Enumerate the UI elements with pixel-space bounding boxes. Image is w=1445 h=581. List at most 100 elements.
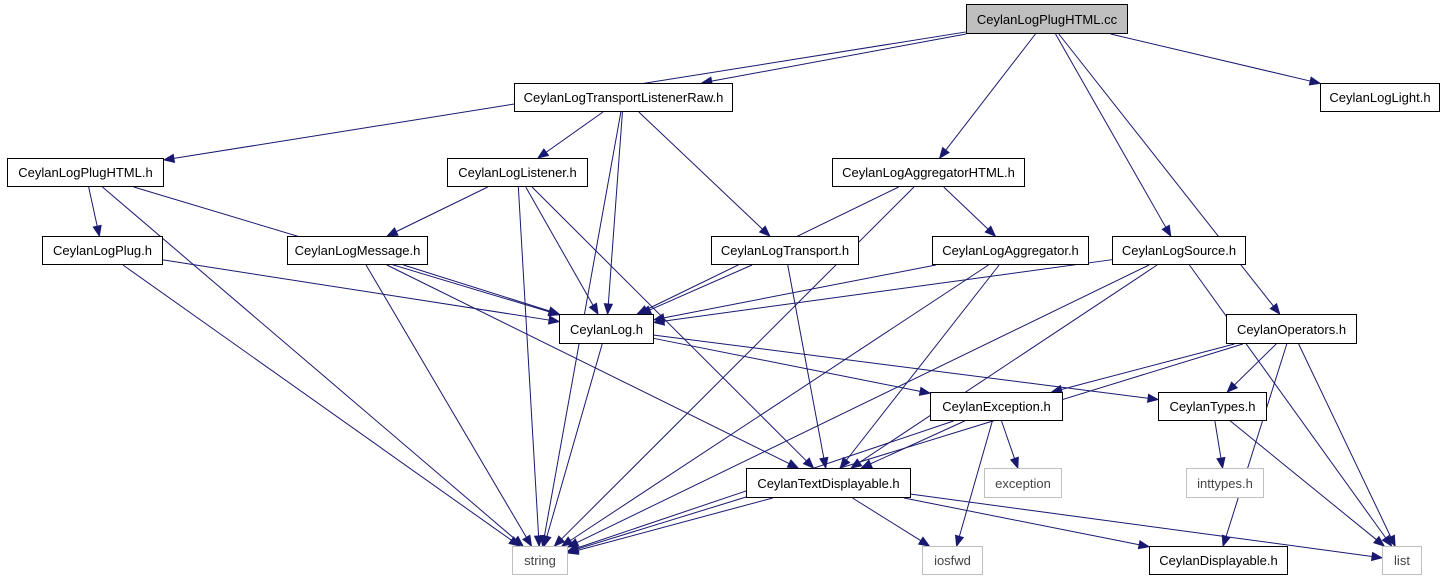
edge-line xyxy=(1230,420,1377,541)
edge-line xyxy=(1234,343,1277,386)
edge-arrowhead xyxy=(652,316,666,326)
edge-arrowhead xyxy=(588,302,599,316)
edge-line xyxy=(653,334,1149,399)
edge-operators-to-displayable xyxy=(1221,343,1288,548)
edge-line xyxy=(663,264,936,319)
edge-arrowhead xyxy=(918,386,932,396)
edge-types-to-list xyxy=(1230,420,1386,547)
edge-line xyxy=(403,264,550,312)
edge-line xyxy=(525,186,594,306)
edge-line xyxy=(903,497,1140,546)
node-ceylan-types-h[interactable]: CeylanTypes.h xyxy=(1158,392,1267,421)
edge-line xyxy=(570,264,989,541)
node-ceylan-log-message-h[interactable]: CeylanLogMessage.h xyxy=(287,236,428,265)
edge-arrowhead xyxy=(603,303,614,316)
node-ceylan-text-displayable-h[interactable]: CeylanTextDisplayable.h xyxy=(746,468,911,498)
edge-text_displayable-to-string xyxy=(566,497,773,555)
edge-exception-to-std_exception xyxy=(1001,420,1019,470)
edge-arrowhead xyxy=(839,456,851,470)
edge-line xyxy=(653,337,921,392)
edge-log_listener-to-string xyxy=(517,186,544,548)
edge-transport_listener_raw-to-log_listener xyxy=(536,111,604,159)
edge-log_listener-to-log xyxy=(525,186,599,316)
edge-arrowhead xyxy=(984,225,997,237)
edge-line xyxy=(88,186,98,227)
edge-line xyxy=(859,264,1158,463)
edge-arrowhead xyxy=(1146,393,1160,403)
edge-root-to-log_light xyxy=(1110,33,1322,86)
edge-log-to-string xyxy=(542,343,603,548)
node-string[interactable]: string xyxy=(512,546,568,575)
node-ceylan-log-light-h[interactable]: CeylanLogLight.h xyxy=(1320,83,1440,112)
edge-arrowhead xyxy=(1373,535,1386,547)
node-ceylan-log-transport-listener-raw-h[interactable]: CeylanLogTransportListenerRaw.h xyxy=(514,83,733,112)
edge-line xyxy=(1061,343,1235,390)
node-exception[interactable]: exception xyxy=(984,468,1062,498)
node-ceylan-log-transport-h[interactable]: CeylanLogTransport.h xyxy=(711,236,859,265)
node-ceylan-log-plug-html-h[interactable]: CeylanLogPlugHTML.h xyxy=(7,158,164,187)
edge-log_listener-to-log_message xyxy=(386,186,488,237)
edge-line xyxy=(649,264,753,311)
edge-root-to-log_source xyxy=(1055,33,1172,238)
edge-arrowhead xyxy=(819,456,829,470)
edge-arrowhead xyxy=(1226,381,1239,393)
edge-arrowhead xyxy=(533,535,544,548)
edge-log_message-to-log xyxy=(403,264,561,316)
edge-line xyxy=(1225,343,1288,537)
edge-arrowhead xyxy=(786,459,800,469)
edge-line xyxy=(910,493,1373,557)
edge-line xyxy=(122,264,512,541)
edge-arrowhead xyxy=(542,534,552,548)
edge-types-to-inttypes xyxy=(1214,420,1226,470)
edge-arrowhead xyxy=(954,534,965,548)
node-iosfwd[interactable]: iosfwd xyxy=(922,546,983,575)
node-ceylan-operators-h[interactable]: CeylanOperators.h xyxy=(1226,314,1357,344)
node-ceylan-log-listener-h[interactable]: CeylanLogListener.h xyxy=(447,158,588,187)
node-ceylan-displayable-h[interactable]: CeylanDisplayable.h xyxy=(1149,546,1288,575)
node-ceylan-log-source-h[interactable]: CeylanLogSource.h xyxy=(1112,236,1246,265)
edge-arrowhead xyxy=(860,459,873,469)
edge-line xyxy=(787,264,825,459)
edge-line xyxy=(162,259,550,321)
edge-line xyxy=(852,497,922,542)
edge-log_message-to-text_displayable xyxy=(386,264,800,469)
edge-arrowhead xyxy=(1370,551,1384,562)
edge-arrowhead xyxy=(849,458,863,469)
edge-arrowhead xyxy=(162,153,176,163)
edge-log_plug-to-string xyxy=(122,264,521,547)
edge-log_transport-to-log xyxy=(639,264,753,315)
edge-arrowhead xyxy=(1308,76,1322,86)
node-ceylan-log-plug-h[interactable]: CeylanLogPlug.h xyxy=(42,236,163,265)
node-ceylan-log-aggregator-html-h[interactable]: CeylanLogAggregatorHTML.h xyxy=(832,158,1025,187)
edge-log_source-to-log xyxy=(652,259,1113,326)
edge-line xyxy=(711,33,967,82)
node-list[interactable]: list xyxy=(1382,546,1422,575)
edge-line xyxy=(1055,33,1167,228)
edge-arrowhead xyxy=(508,536,521,547)
node-ceylan-log-aggregator-h[interactable]: CeylanLogAggregator.h xyxy=(932,236,1089,265)
edge-line xyxy=(577,497,773,551)
edge-log_aggregator-to-log xyxy=(652,264,936,323)
node-ceylan-log-h[interactable]: CeylanLog.h xyxy=(559,314,654,344)
edge-operators-to-list xyxy=(1298,343,1396,548)
edge-arrowhead xyxy=(802,457,815,469)
edge-line xyxy=(396,186,488,233)
edge-log_message-to-string xyxy=(365,264,533,548)
node-ceylan-exception-h[interactable]: CeylanException.h xyxy=(930,392,1063,421)
node-ceylan-log-plug-html-cc[interactable]: CeylanLogPlugHTML.cc xyxy=(966,4,1128,34)
edge-arrowhead xyxy=(92,224,102,238)
edge-line xyxy=(576,264,1150,544)
node-inttypes-h[interactable]: inttypes.h xyxy=(1186,468,1264,498)
edge-line xyxy=(545,111,604,153)
edge-log_aggregator_html-to-log_aggregator xyxy=(943,186,997,237)
edge-log_aggregator-to-string xyxy=(560,264,989,547)
edge-line xyxy=(102,186,516,540)
edge-operators-to-exception xyxy=(1050,343,1235,394)
edge-log_aggregator-to-text_displayable xyxy=(839,264,1000,470)
edge-line xyxy=(546,343,603,537)
edge-arrowhead xyxy=(536,148,550,159)
edge-text_displayable-to-list xyxy=(910,493,1384,562)
edge-arrowhead xyxy=(522,534,533,548)
edge-line xyxy=(663,259,1113,322)
edge-line xyxy=(846,264,1000,461)
